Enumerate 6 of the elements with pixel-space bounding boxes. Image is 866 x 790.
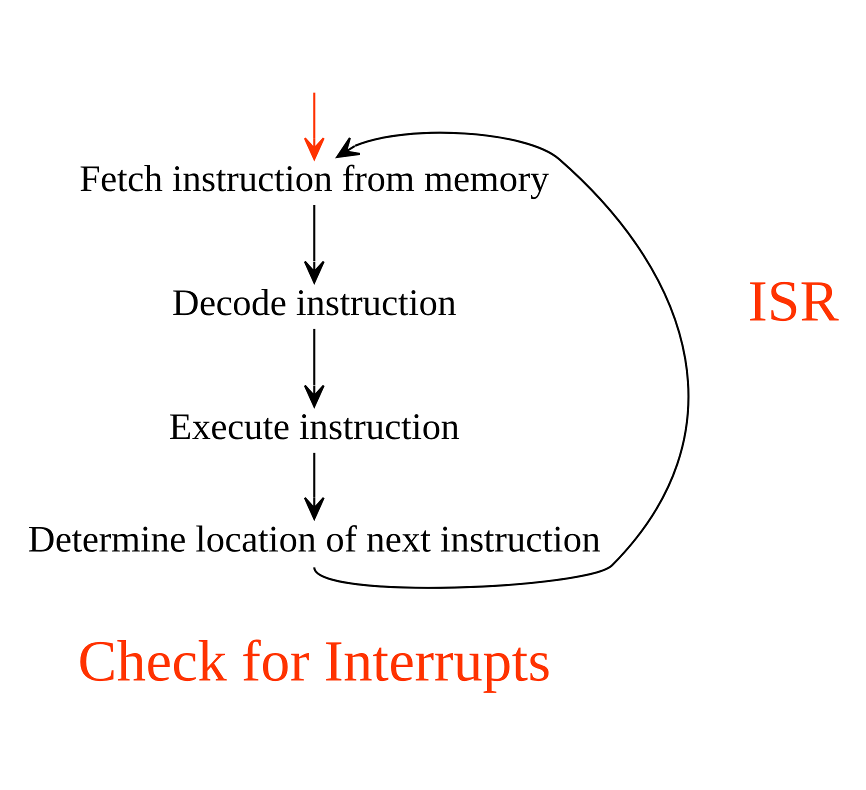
node-text: Determine location of next instruction (28, 519, 601, 560)
label: Check for Interrupts (78, 628, 551, 694)
label: ISR (748, 268, 839, 333)
node-text: Execute instruction (169, 406, 460, 448)
node-text: Decode instruction (172, 282, 456, 324)
node-text: Fetch instruction from memory (80, 158, 550, 200)
